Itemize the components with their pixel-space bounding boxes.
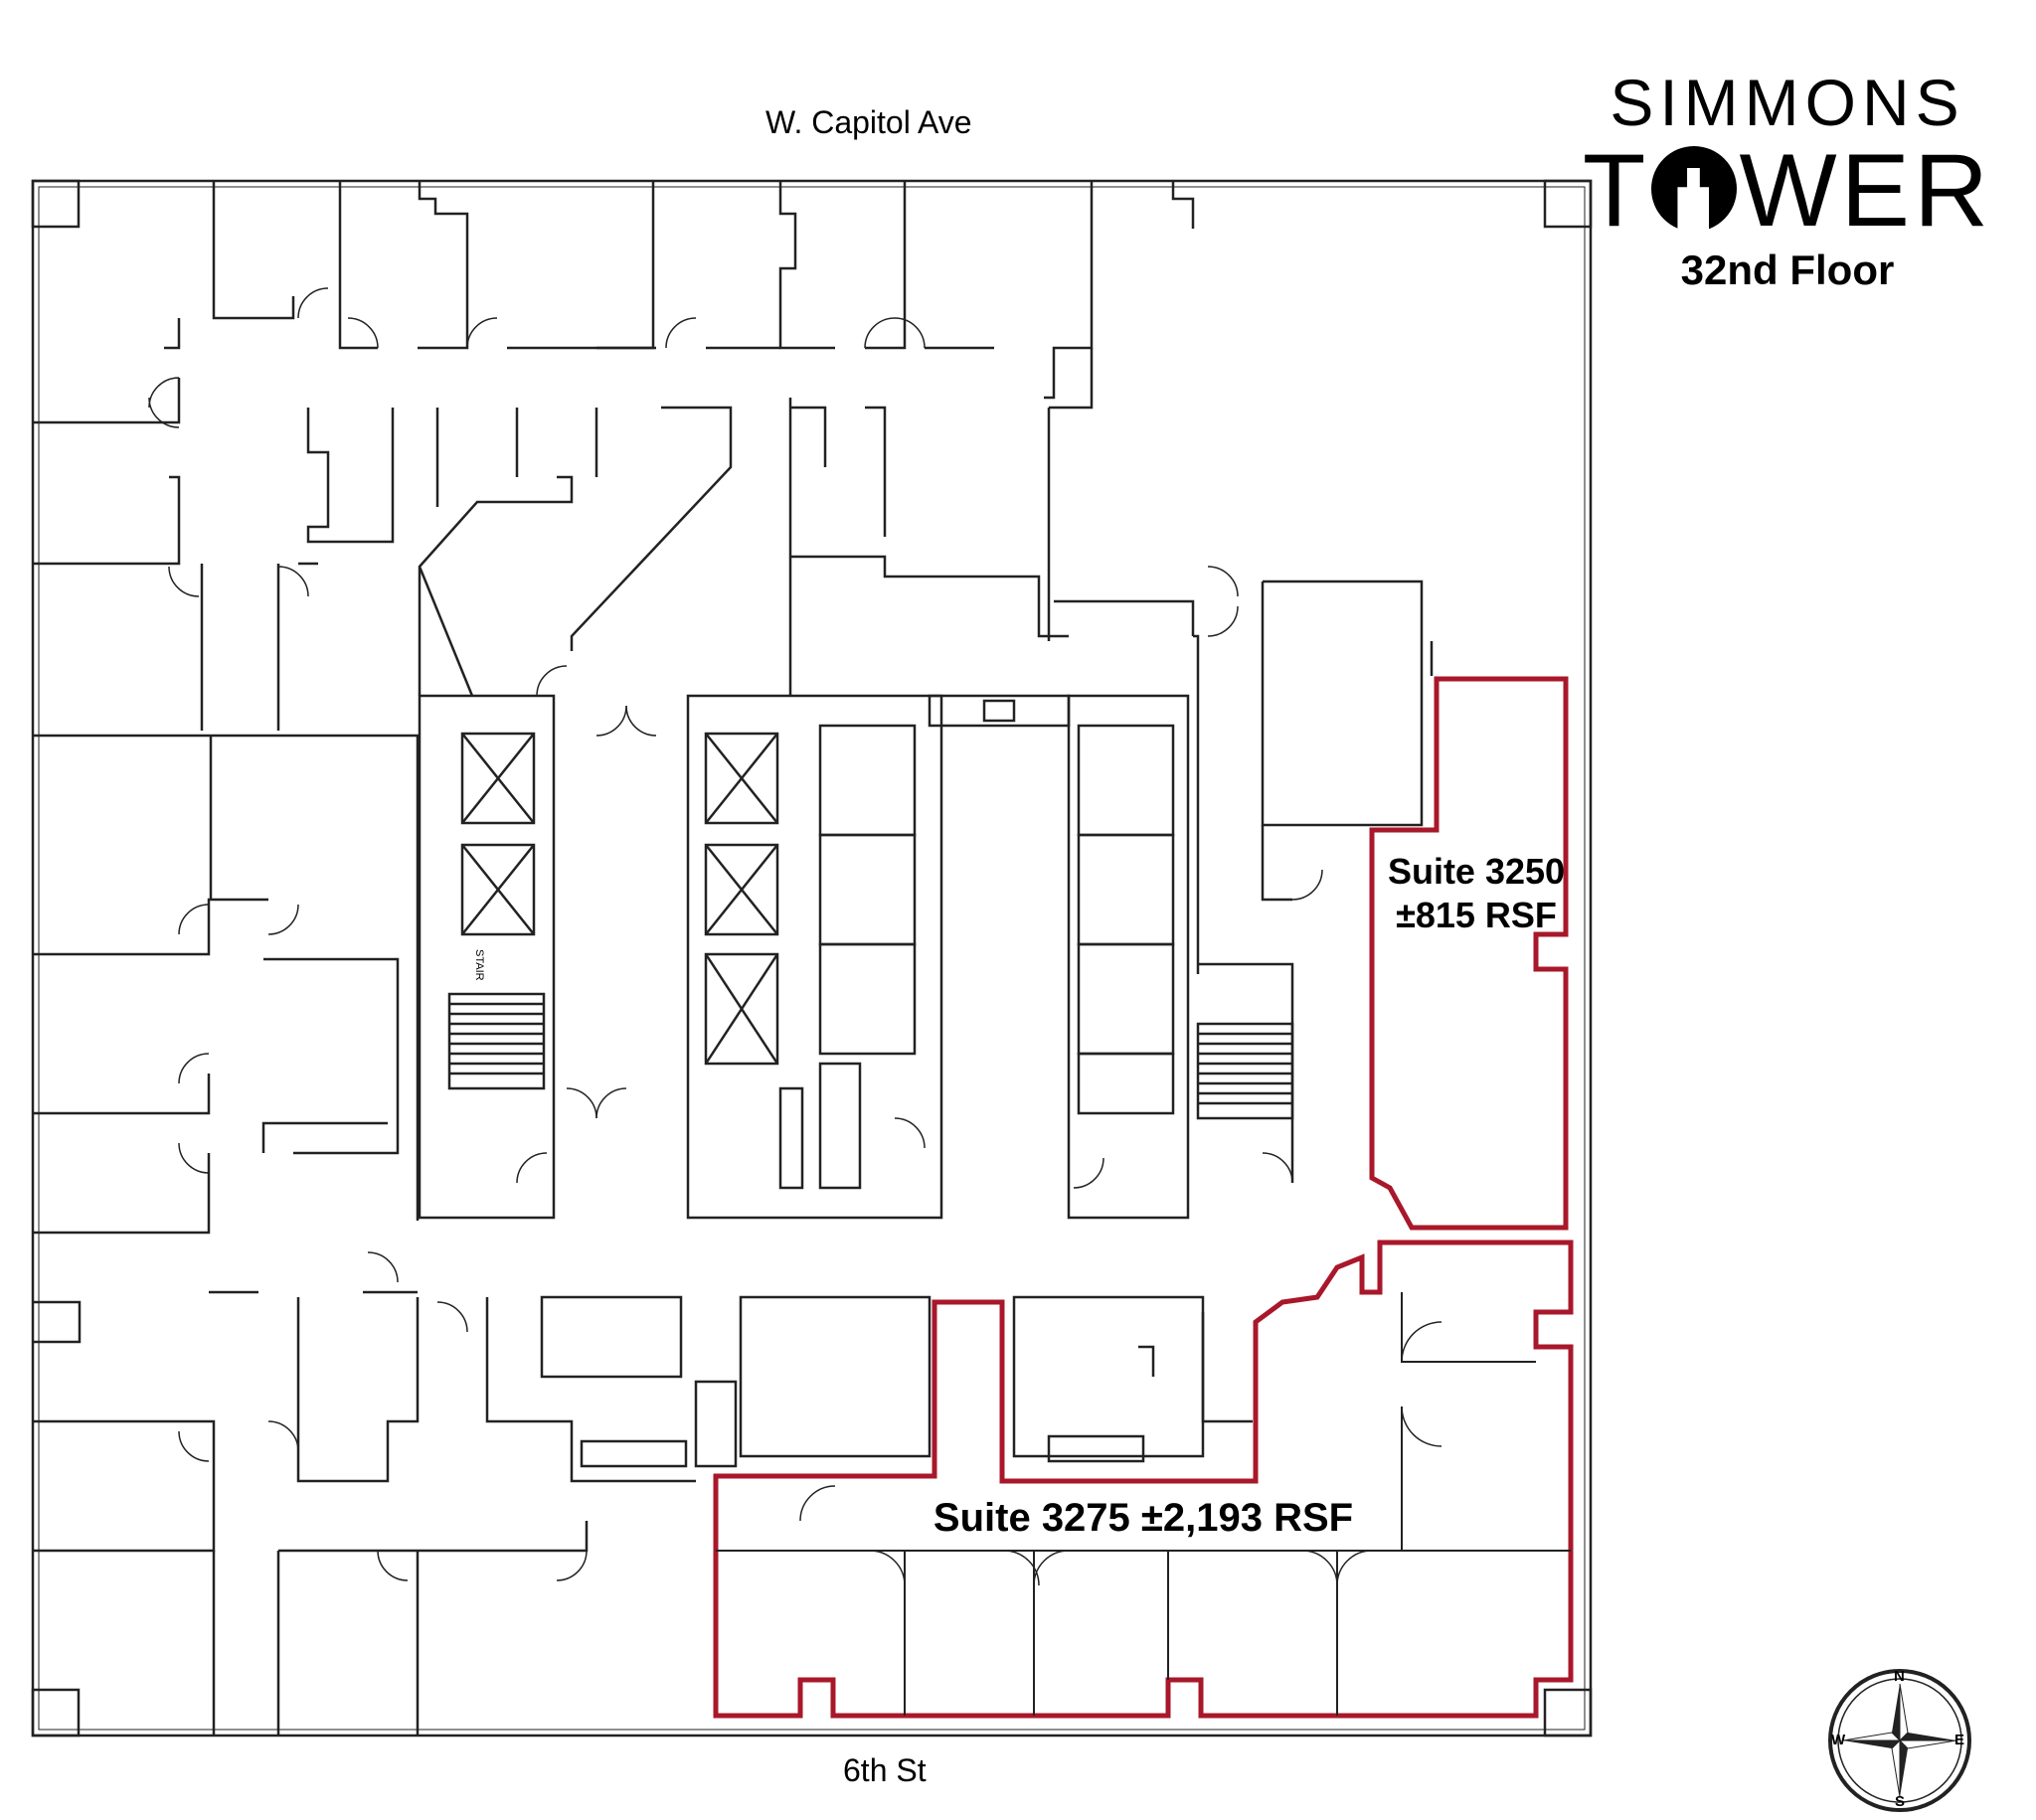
tower-logo-icon xyxy=(1651,146,1738,232)
suite-outlines xyxy=(713,676,1574,1719)
suite-3250-outline xyxy=(1369,676,1569,1231)
doors xyxy=(148,287,1323,1581)
floor-label: 32nd Floor xyxy=(1680,247,1895,293)
compass-e: E xyxy=(1954,1732,1965,1748)
compass-w: W xyxy=(1831,1732,1846,1748)
west-offices xyxy=(33,318,420,1553)
curtain-wall xyxy=(38,186,1586,1731)
suite-3275-outline xyxy=(713,1240,1574,1719)
north-core-walls xyxy=(306,398,1434,1183)
suite-3250-label: Suite 3250 ±815 RSF xyxy=(1377,850,1576,937)
suite-3275-label: Suite 3275 ±2,193 RSF xyxy=(933,1496,1354,1540)
north-offices xyxy=(212,181,1195,410)
building-outline xyxy=(31,179,1593,1737)
compass-n: N xyxy=(1894,1668,1905,1685)
elevator-core xyxy=(418,694,1294,1220)
south-offices xyxy=(212,1521,589,1736)
street-label-south: 6th St xyxy=(843,1752,927,1788)
compass-icon xyxy=(1828,1669,1971,1812)
south-core xyxy=(485,1295,1253,1483)
brand-tower-right: WER xyxy=(1739,133,1993,248)
compass-s: S xyxy=(1895,1793,1906,1810)
corner-column xyxy=(31,1688,81,1737)
street-label-north: W. Capitol Ave xyxy=(765,104,972,140)
suite-3250-name: Suite 3250 xyxy=(1387,851,1566,892)
brand-tower-left: T xyxy=(1582,133,1650,248)
corner-column xyxy=(31,179,81,229)
suite-3250-area: ±815 RSF xyxy=(1396,895,1557,935)
compass-rose: N S E W xyxy=(1825,1666,1974,1820)
stair-label: STAIR xyxy=(473,949,485,981)
suite-interior-walls xyxy=(716,1292,1571,1716)
brand-name: SIMMONS xyxy=(1610,66,1965,139)
corner-column xyxy=(1543,1688,1593,1737)
corner-column xyxy=(1543,179,1593,229)
